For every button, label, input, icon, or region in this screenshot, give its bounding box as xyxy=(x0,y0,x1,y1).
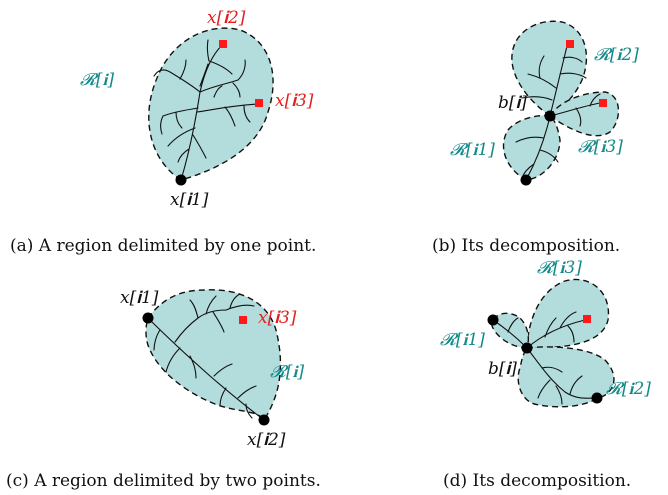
panel-a-base-point xyxy=(175,174,187,186)
panel-c: x[𝐢1] x[𝐢3] 𝓡[𝐢] x[𝐢2] xyxy=(120,288,304,450)
caption-a: (a) A region delimited by one point. xyxy=(10,236,316,256)
panel-b-right-label: 𝓡[𝐢3] xyxy=(578,137,623,157)
panel-b-left-label: 𝓡[𝐢1] xyxy=(450,140,495,160)
caption-d: (d) Its decomposition. xyxy=(443,471,631,491)
panel-d-region-left xyxy=(491,312,529,349)
panel-d-point-right xyxy=(591,392,603,404)
panel-a-marked-point-right xyxy=(255,99,263,107)
panel-b-tree xyxy=(515,45,601,181)
panel-d-region-right xyxy=(517,346,615,408)
panel-b-base-point xyxy=(520,174,532,186)
panel-d-top-label: 𝓡[𝐢3] xyxy=(537,258,582,278)
caption-c: (c) A region delimited by two points. xyxy=(6,471,321,491)
panel-b-region-left xyxy=(502,114,561,181)
panel-d-region-top xyxy=(526,278,610,349)
panel-a-region xyxy=(148,27,274,181)
panel-c-topleft-label: x[𝐢1] xyxy=(120,288,159,308)
panel-c-bottom-label: x[𝐢2] xyxy=(247,430,286,450)
panel-d: 𝓡[𝐢3] 𝓡[𝐢1] b[𝐢] 𝓡[𝐢2] xyxy=(440,258,651,408)
panel-a-tree xyxy=(153,39,259,181)
panel-b-center-label: b[𝐢] xyxy=(498,93,527,113)
panel-b-top-label: 𝓡[𝐢2] xyxy=(594,45,639,65)
panel-c-marked-point xyxy=(239,316,247,324)
panel-b-marked-point-right xyxy=(599,99,607,107)
panel-c-red-label: x[𝐢3] xyxy=(258,308,297,328)
panel-d-point-left xyxy=(487,314,499,326)
panel-a-marked-point-top xyxy=(219,40,227,48)
panel-a-right-label: x[𝐢3] xyxy=(275,91,314,111)
panel-c-point-1 xyxy=(142,312,154,324)
panel-d-branch-point xyxy=(521,342,533,354)
panel-c-point-2 xyxy=(258,414,270,426)
panel-a: 𝓡[𝐢] x[𝐢2] x[𝐢3] x[𝐢1] xyxy=(80,8,314,210)
panel-d-tree xyxy=(492,311,598,405)
panel-a-bottom-label: x[𝐢1] xyxy=(170,190,209,210)
panel-d-left-label: 𝓡[𝐢1] xyxy=(440,330,485,350)
panel-c-tree xyxy=(147,293,265,421)
panel-a-top-label: x[𝐢2] xyxy=(207,8,246,28)
panel-b-branch-point xyxy=(544,110,556,122)
panel-b: 𝓡[𝐢2] 𝓡[𝐢3] 𝓡[𝐢1] b[𝐢] xyxy=(450,20,639,186)
panel-d-marked-point xyxy=(583,315,591,323)
panel-a-region-label: 𝓡[𝐢] xyxy=(80,70,114,90)
panel-b-marked-point-top xyxy=(566,40,574,48)
caption-b: (b) Its decomposition. xyxy=(432,236,620,256)
panel-c-region-label: 𝓡[𝐢] xyxy=(270,362,304,382)
panel-d-right-label: 𝓡[𝐢2] xyxy=(606,379,651,399)
panel-d-center-label: b[𝐢] xyxy=(488,359,517,379)
